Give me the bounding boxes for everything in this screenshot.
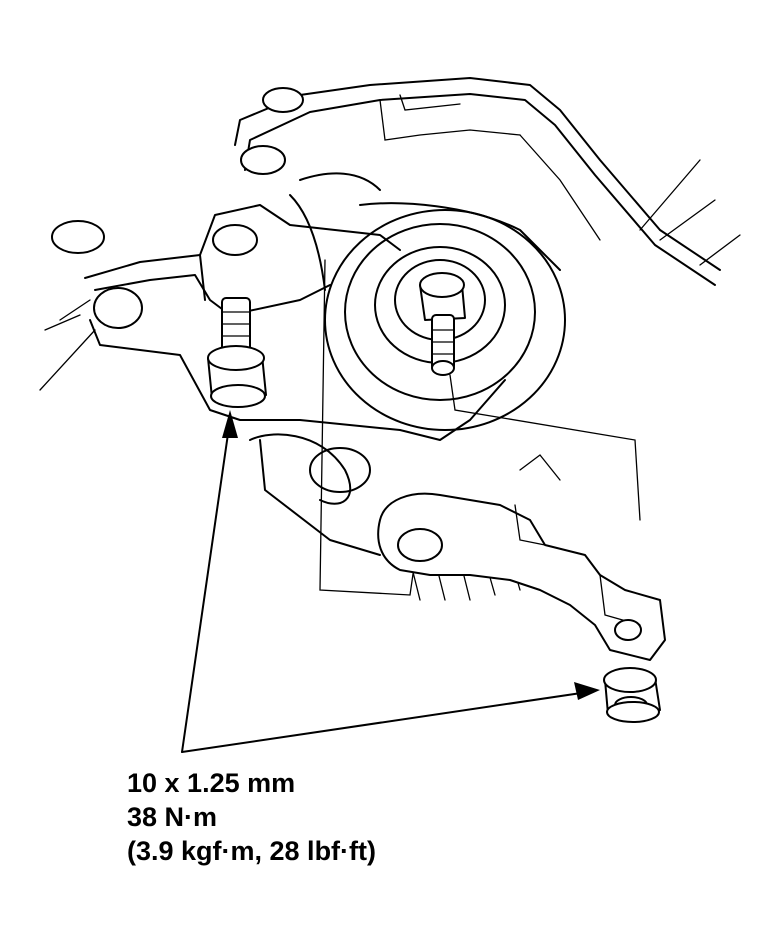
torque-nm-label: 38 N·m xyxy=(127,802,218,832)
lower-nut xyxy=(603,667,661,723)
housing-plugs xyxy=(51,87,304,329)
lower-bracket xyxy=(377,492,666,661)
torque-spec-callout: 10 x 1.25 mm 38 N·m (3.9 kgf·m, 28 lbf·f… xyxy=(127,766,376,868)
mount-stud xyxy=(419,272,466,376)
callout-leaders xyxy=(181,410,600,753)
lower-housing xyxy=(249,259,641,601)
left-bolt xyxy=(207,224,267,408)
transmission-housing xyxy=(234,77,741,286)
torque-alt-label: (3.9 kgf·m, 28 lbf·ft) xyxy=(127,836,377,866)
bolt-size-label: 10 x 1.25 mm xyxy=(127,768,296,798)
